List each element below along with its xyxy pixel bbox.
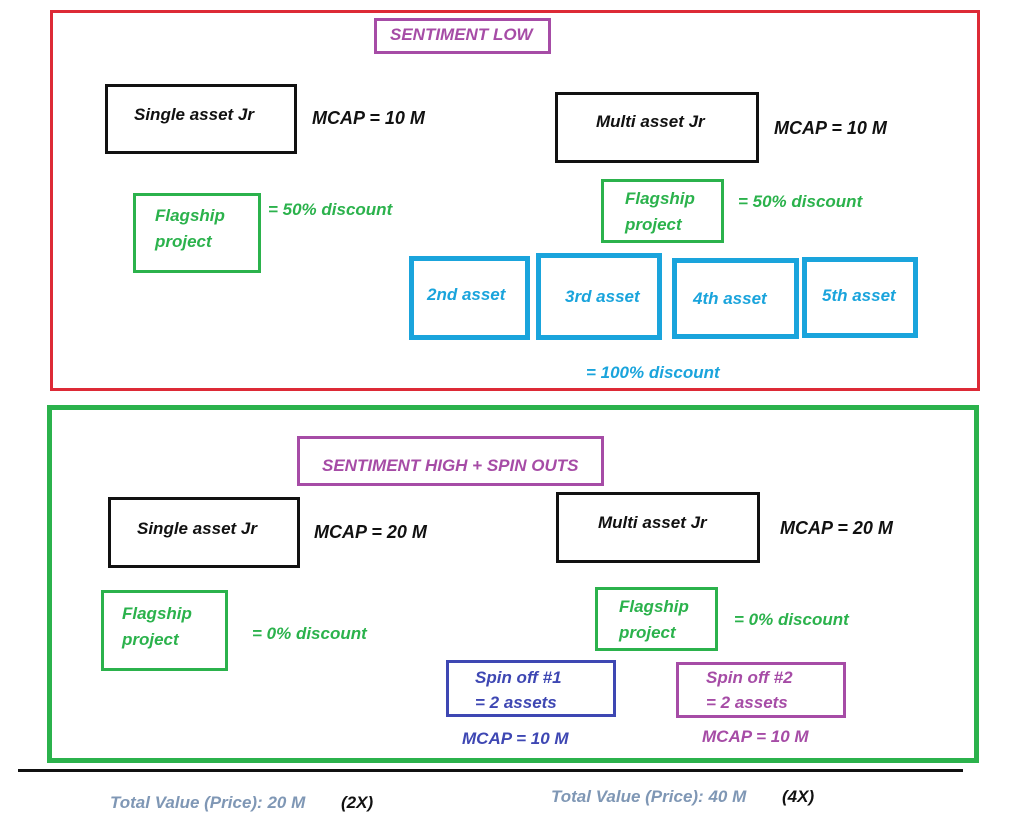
sentiment-low-title-box xyxy=(374,18,551,54)
low-multi-discount: = 50% discount xyxy=(738,192,863,211)
total-multiple-single: (2X) xyxy=(341,793,374,812)
low-multi-asset-label: Multi asset Jr xyxy=(596,112,705,131)
spin-off-2-line1: Spin off #2 xyxy=(706,668,793,687)
high-single-mcap: MCAP = 20 M xyxy=(314,522,427,542)
low-multi-flagship-box xyxy=(601,179,724,243)
sentiment-high-panel xyxy=(47,405,979,763)
total-multiple-multi: (4X) xyxy=(782,787,815,806)
spin-off-1-line1: Spin off #1 xyxy=(475,668,562,687)
sentiment-high-title: SENTIMENT HIGH + SPIN OUTS xyxy=(322,456,579,475)
divider-line xyxy=(18,769,963,772)
high-single-asset-box xyxy=(108,497,300,568)
low-single-discount: = 50% discount xyxy=(268,200,393,219)
high-single-discount: = 0% discount xyxy=(252,624,367,643)
low-multi-flagship-line2: project xyxy=(625,215,682,234)
high-multi-asset-box xyxy=(556,492,760,563)
spin-off-2-box xyxy=(676,662,846,718)
total-value-single: Total Value (Price): 20 M xyxy=(110,793,306,812)
high-multi-asset-label: Multi asset Jr xyxy=(598,513,707,532)
spin-off-1-box xyxy=(446,660,616,717)
low-single-asset-box xyxy=(105,84,297,154)
spin-off-2-line2: = 2 assets xyxy=(706,693,788,712)
assets-discount: = 100% discount xyxy=(586,363,720,382)
low-multi-flagship-line1: Flagship xyxy=(625,189,695,208)
asset-box-5th xyxy=(802,257,918,338)
asset-box-2nd xyxy=(409,256,530,340)
asset-label-2nd: 2nd asset xyxy=(427,285,506,304)
low-single-mcap: MCAP = 10 M xyxy=(312,108,425,128)
spin-off-2-mcap: MCAP = 10 M xyxy=(702,727,809,746)
asset-label-3rd: 3rd asset xyxy=(565,287,640,306)
high-multi-flagship-box xyxy=(595,587,718,651)
low-single-asset-label: Single asset Jr xyxy=(134,105,255,124)
high-multi-mcap: MCAP = 20 M xyxy=(780,518,893,538)
high-single-flagship-line1: Flagship xyxy=(122,604,192,623)
sentiment-high-title-box xyxy=(297,436,604,486)
high-multi-discount: = 0% discount xyxy=(734,610,849,629)
sentiment-low-title: SENTIMENT LOW xyxy=(390,25,533,44)
asset-label-4th: 4th asset xyxy=(693,289,767,308)
spin-off-1-mcap: MCAP = 10 M xyxy=(462,729,569,748)
asset-box-3rd xyxy=(536,253,662,340)
high-single-flagship-box xyxy=(101,590,228,671)
asset-label-5th: 5th asset xyxy=(822,286,896,305)
low-single-flagship-box xyxy=(133,193,261,273)
low-multi-asset-box xyxy=(555,92,759,163)
low-single-flagship-line1: Flagship xyxy=(155,206,225,225)
total-value-multi: Total Value (Price): 40 M xyxy=(551,787,747,806)
spin-off-1-line2: = 2 assets xyxy=(475,693,557,712)
low-single-flagship-line2: project xyxy=(155,232,212,251)
sentiment-low-panel xyxy=(50,10,980,391)
high-single-asset-label: Single asset Jr xyxy=(137,519,258,538)
high-single-flagship-line2: project xyxy=(122,630,179,649)
high-multi-flagship-line2: project xyxy=(619,623,676,642)
low-multi-mcap: MCAP = 10 M xyxy=(774,118,887,138)
high-multi-flagship-line1: Flagship xyxy=(619,597,689,616)
asset-box-4th xyxy=(672,258,799,339)
